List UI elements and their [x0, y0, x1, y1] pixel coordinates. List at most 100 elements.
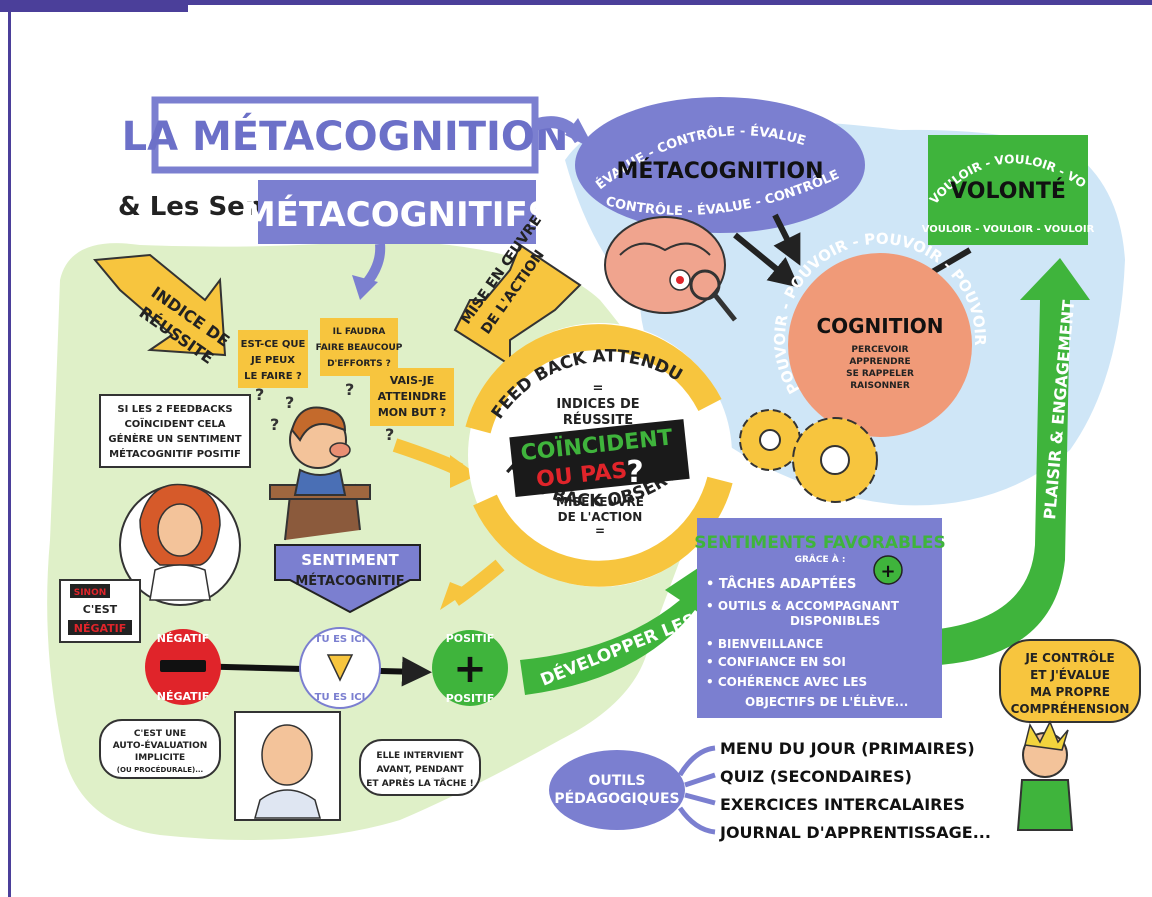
svg-text:IL FAUDRA: IL FAUDRA	[333, 327, 386, 337]
question-bubble-peux: EST-CE QUE JE PEUX LE FAIRE ?	[238, 330, 308, 388]
svg-text:JE CONTRÔLE: JE CONTRÔLE	[1024, 650, 1114, 665]
svg-text:AUTO-ÉVALUATION: AUTO-ÉVALUATION	[113, 739, 208, 751]
outil-item: QUIZ (SECONDAIRES)	[720, 767, 912, 786]
svg-text:FAIRE BEAUCOUP: FAIRE BEAUCOUP	[316, 343, 403, 353]
svg-text:IMPLICITE: IMPLICITE	[135, 753, 185, 763]
svg-text:?: ?	[385, 425, 394, 444]
svg-text:SE RAPPELER: SE RAPPELER	[846, 369, 914, 379]
outil-item: MENU DU JOUR (PRIMAIRES)	[720, 739, 975, 758]
outils-list: MENU DU JOUR (PRIMAIRES) QUIZ (SECONDAIR…	[719, 739, 991, 842]
svg-text:COGNITION: COGNITION	[816, 314, 943, 338]
svg-text:RÉUSSITE: RÉUSSITE	[563, 412, 633, 428]
svg-text:TU ES ICI: TU ES ICI	[315, 634, 366, 645]
negatif-badge: NÉGATIF NÉGATIF	[145, 629, 221, 705]
svg-text:SINON: SINON	[74, 588, 107, 598]
metacognition-oval: ÉVALUE - CONTRÔLE - ÉVALUE CONTRÔLE - ÉV…	[575, 97, 865, 233]
svg-text:VAIS-JE: VAIS-JE	[390, 374, 434, 387]
implicite-bubble: C'EST UNE AUTO-ÉVALUATION IMPLICITE (OU …	[99, 719, 221, 779]
svg-text:ATTEINDRE: ATTEINDRE	[378, 390, 447, 403]
svg-text:ET J'ÉVALUE: ET J'ÉVALUE	[1030, 667, 1110, 682]
svg-text:POSITIF: POSITIF	[446, 692, 495, 705]
outil-item: JOURNAL D'APPRENTISSAGE...	[719, 823, 991, 842]
doctor-portrait-illustration	[234, 711, 341, 821]
svg-text:• TÂCHES ADAPTÉES: • TÂCHES ADAPTÉES	[706, 576, 856, 592]
question-bubble-efforts: IL FAUDRA FAIRE BEAUCOUP D'EFFORTS ?	[316, 318, 403, 376]
svg-text:VOLONTÉ: VOLONTÉ	[950, 178, 1066, 204]
svg-text:JE PEUX: JE PEUX	[250, 355, 295, 366]
feedback-cycle: FEED BACK ATTENDU FEED BACK OBSERVÉ = IN…	[465, 323, 733, 587]
svg-text:COMPRÉHENSION: COMPRÉHENSION	[1011, 701, 1130, 716]
svg-text:GÉNÈRE UN SENTIMENT: GÉNÈRE UN SENTIMENT	[108, 432, 241, 445]
svg-text:MISE ŒUVRE: MISE ŒUVRE	[556, 495, 644, 509]
svg-text:+: +	[453, 646, 487, 692]
svg-text:GRÂCE À :: GRÂCE À :	[795, 553, 846, 565]
svg-text:EST-CE QUE: EST-CE QUE	[241, 339, 306, 350]
tu-es-ici-marker: TU ES ICI TU ES ICI	[299, 627, 381, 709]
svg-text:LE FAIRE ?: LE FAIRE ?	[244, 371, 302, 382]
svg-text:POSITIF: POSITIF	[446, 632, 495, 645]
svg-text:MA PROPRE: MA PROPRE	[1030, 685, 1110, 699]
svg-text:AVANT, PENDANT: AVANT, PENDANT	[377, 765, 465, 775]
brain-illustration	[604, 216, 737, 322]
positif-badge: + POSITIF POSITIF	[432, 630, 508, 706]
frame-corner-tab	[0, 0, 188, 12]
svg-text:SENTIMENTS FAVORABLES: SENTIMENTS FAVORABLES	[694, 533, 945, 553]
student-thinking-character	[1016, 720, 1074, 831]
svg-text:MON BUT ?: MON BUT ?	[378, 406, 446, 419]
svg-text:=: =	[595, 524, 605, 538]
svg-text:NÉGATIF: NÉGATIF	[157, 690, 210, 703]
svg-text:(OU PROCÉDURALE)...: (OU PROCÉDURALE)...	[117, 765, 203, 774]
subtitle-box	[258, 180, 536, 244]
outil-item: EXERCICES INTERCALAIRES	[720, 795, 965, 814]
svg-text:SI LES 2 FEEDBACKS: SI LES 2 FEEDBACKS	[117, 404, 232, 415]
svg-text:?: ?	[285, 393, 294, 412]
subtitle-box-label: MÉTACOGNITIFS	[242, 194, 552, 235]
svg-text:D'EFFORTS ?: D'EFFORTS ?	[327, 359, 391, 369]
intervient-bubble: ELLE INTERVIENT AVANT, PENDANT ET APRÈS …	[359, 739, 481, 796]
svg-text:PÉDAGOGIQUES: PÉDAGOGIQUES	[554, 790, 679, 807]
svg-text:TU ES ICI: TU ES ICI	[315, 692, 366, 703]
outils-connectors	[677, 745, 716, 835]
controle-speech-bubble: JE CONTRÔLE ET J'ÉVALUE MA PROPRE COMPRÉ…	[999, 639, 1141, 723]
feedback-note-bubble: SI LES 2 FEEDBACKS COÏNCIDENT CELA GÉNÈR…	[99, 394, 251, 468]
svg-text:MÉTACOGNITION: MÉTACOGNITION	[616, 158, 823, 184]
sentiment-metacognitif-arrow: SENTIMENT MÉTACOGNITIF	[274, 544, 421, 614]
svg-text:OUTILS: OUTILS	[588, 773, 645, 789]
svg-text:C'EST: C'EST	[83, 603, 118, 616]
svg-text:?: ?	[255, 385, 264, 404]
sinon-negatif-box: SINON C'EST NÉGATIF	[59, 579, 141, 643]
svg-text:?: ?	[626, 455, 643, 490]
svg-text:NÉGATIF: NÉGATIF	[74, 622, 127, 635]
svg-text:VOULOIR - VOULOIR - VOULOIR: VOULOIR - VOULOIR - VOULOIR	[922, 224, 1095, 235]
svg-text:SENTIMENT: SENTIMENT	[301, 551, 399, 569]
svg-text:?: ?	[345, 380, 354, 399]
thinking-student-illustration	[269, 406, 371, 541]
frame-top-border	[0, 0, 1152, 5]
page-title: LA MÉTACOGNITION	[122, 112, 569, 160]
girl-portrait-illustration	[119, 483, 241, 606]
svg-text:MÉTACOGNITIF POSITIF: MÉTACOGNITIF POSITIF	[109, 447, 241, 460]
title-box	[151, 96, 539, 174]
svg-text:ET APRÈS LA TÂCHE !: ET APRÈS LA TÂCHE !	[366, 777, 473, 789]
svg-text:APPRENDRE: APPRENDRE	[849, 357, 910, 367]
svg-text:RAISONNER: RAISONNER	[850, 381, 910, 391]
sentiments-favorables-panel: SENTIMENTS FAVORABLES GRÂCE À : • TÂCHES…	[694, 518, 946, 718]
svg-text:+: +	[880, 561, 895, 582]
frame-left-border	[8, 5, 11, 897]
svg-text:C'EST UNE: C'EST UNE	[134, 729, 186, 739]
svg-text:• COHÉRENCE AVEC LES: • COHÉRENCE AVEC LES	[706, 674, 867, 689]
svg-text:MÉTACOGNITIF: MÉTACOGNITIF	[295, 573, 404, 589]
svg-text:=: =	[593, 381, 604, 396]
svg-text:• BIENVEILLANCE: • BIENVEILLANCE	[706, 637, 823, 651]
svg-text:• CONFIANCE EN SOI: • CONFIANCE EN SOI	[706, 655, 846, 669]
svg-text:?: ?	[270, 415, 279, 434]
svg-text:ELLE INTERVIENT: ELLE INTERVIENT	[376, 751, 464, 761]
svg-text:• OUTILS & ACCOMPAGNANT: • OUTILS & ACCOMPAGNANT	[706, 599, 900, 613]
svg-text:PERCEVOIR: PERCEVOIR	[851, 345, 908, 355]
gears-illustration	[739, 409, 878, 503]
svg-text:DE L'ACTION: DE L'ACTION	[558, 510, 643, 524]
svg-text:NÉGATIF: NÉGATIF	[157, 632, 210, 645]
svg-text:OBJECTIFS DE L'ÉLÈVE...: OBJECTIFS DE L'ÉLÈVE...	[745, 694, 908, 709]
question-bubble-but: VAIS-JE ATTEINDRE MON BUT ?	[370, 368, 454, 426]
